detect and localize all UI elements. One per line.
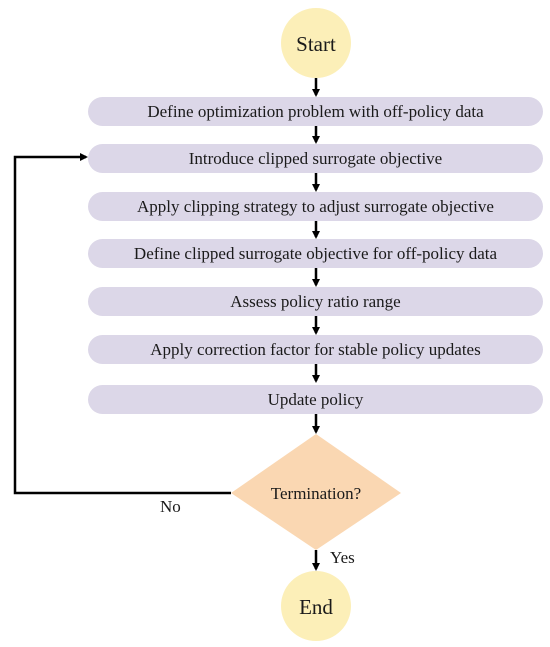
step-apply-clipping: Apply clipping strategy to adjust surrog… xyxy=(88,192,543,221)
start-label: Start xyxy=(296,32,336,56)
step-label: Define optimization problem with off-pol… xyxy=(147,102,484,121)
end-label: End xyxy=(299,595,333,619)
step-label: Apply clipping strategy to adjust surrog… xyxy=(137,197,494,216)
step-box xyxy=(88,287,543,316)
no-label: No xyxy=(160,497,181,516)
end-node: End xyxy=(281,571,351,641)
step-box xyxy=(88,192,543,221)
step-box xyxy=(88,97,543,126)
step-label: Define clipped surrogate objective for o… xyxy=(134,244,498,263)
start-node: Start xyxy=(281,8,351,78)
step-box xyxy=(88,385,543,414)
step-apply-correction: Apply correction factor for stable polic… xyxy=(88,335,543,364)
step-box xyxy=(88,335,543,364)
arrow-no-loop xyxy=(13,153,231,495)
decision-shape xyxy=(231,434,401,550)
step-label: Introduce clipped surrogate objective xyxy=(189,149,442,168)
step-introduce-clipped: Introduce clipped surrogate objective xyxy=(88,144,543,173)
step-label: Apply correction factor for stable polic… xyxy=(150,340,480,359)
step-assess-ratio: Assess policy ratio range xyxy=(88,287,543,316)
decision-label: Termination? xyxy=(271,484,361,503)
step-box xyxy=(88,144,543,173)
step-label: Assess policy ratio range xyxy=(230,292,400,311)
decision-termination: Termination? xyxy=(231,434,401,550)
step-define-clipped-offpolicy: Define clipped surrogate objective for o… xyxy=(88,239,543,268)
start-shape xyxy=(281,8,351,78)
step-define-optimization: Define optimization problem with off-pol… xyxy=(88,97,543,126)
step-update-policy: Update policy xyxy=(88,385,543,414)
end-shape xyxy=(281,571,351,641)
step-box xyxy=(88,239,543,268)
yes-label: Yes xyxy=(330,548,355,567)
step-label: Update policy xyxy=(268,390,364,409)
